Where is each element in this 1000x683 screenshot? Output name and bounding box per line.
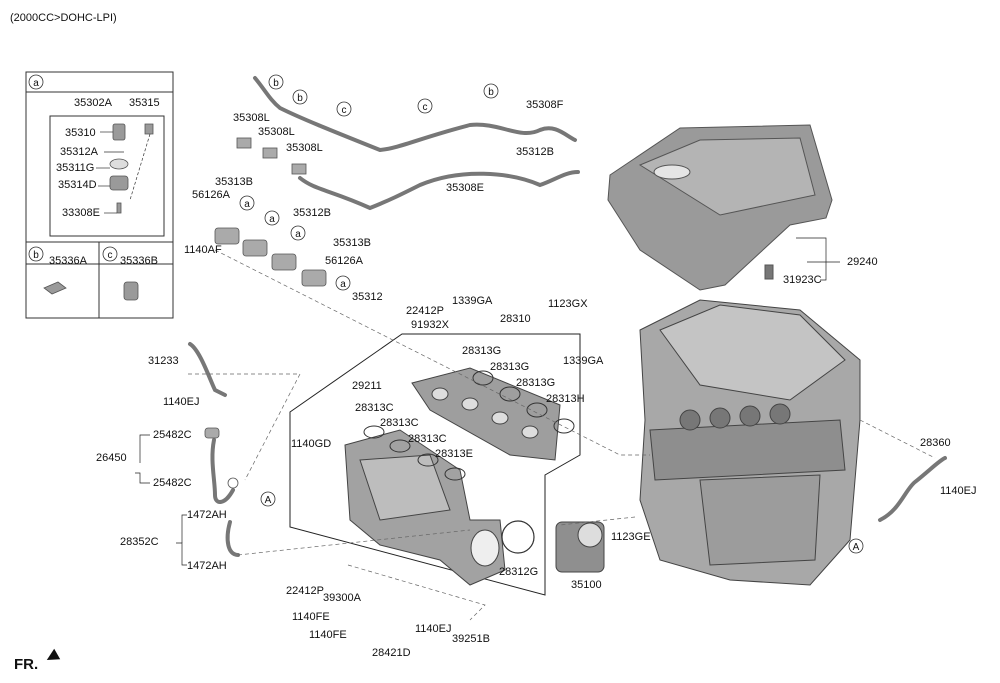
part-29240: 29240 — [847, 256, 878, 268]
part-25482C-2: 25482C — [153, 477, 192, 489]
part-31923C: 31923C — [783, 274, 822, 286]
part-1339GA-2: 1339GA — [563, 355, 604, 367]
callout-b-1: b — [273, 78, 279, 89]
part-28310: 28310 — [500, 313, 531, 325]
part-1140EJ-2: 1140EJ — [415, 623, 452, 635]
cylinder-head-flange — [411, 367, 561, 461]
part-35315: 35315 — [129, 97, 160, 109]
part-22412P-2: 22412P — [286, 585, 324, 597]
part-35314D: 35314D — [58, 179, 97, 191]
front-direction-indicator: FR. — [14, 648, 61, 673]
hose-fittings — [204, 137, 327, 489]
part-28352C: 28352C — [120, 536, 159, 548]
part-29211: 29211 — [352, 380, 382, 392]
callout-a-1: a — [244, 199, 250, 210]
part-28313E: 28313E — [435, 448, 473, 460]
gaskets-28313c — [363, 425, 466, 481]
part-25482C-1: 25482C — [153, 429, 192, 441]
callout-b-3: b — [488, 87, 494, 98]
part-35100: 35100 — [571, 579, 602, 591]
part-35312: 35312 — [352, 291, 383, 303]
part-1140EJ-3: 1140EJ — [940, 485, 977, 497]
inset-sensor-parts — [43, 123, 154, 301]
part-28313H: 28313H — [546, 393, 585, 405]
part-39251B: 39251B — [452, 633, 490, 645]
part-28360: 28360 — [920, 437, 951, 449]
part-35310: 35310 — [65, 127, 96, 139]
part-1140GD: 1140GD — [291, 438, 332, 450]
part-35302A: 35302A — [74, 97, 112, 109]
callout-A-1: A — [265, 495, 272, 506]
part-28421D: 28421D — [372, 647, 411, 659]
part-91932X: 91932X — [411, 319, 449, 331]
part-56126A-2: 56126A — [325, 255, 363, 267]
inset-leaders — [96, 131, 151, 214]
part-33308E: 33308E — [62, 207, 100, 219]
part-35308L-3: 35308L — [286, 142, 323, 154]
engine-block — [639, 299, 861, 586]
part-1472AH-1: 1472AH — [187, 509, 227, 521]
callout-c-inset: c — [108, 250, 113, 261]
callout-b-2: b — [297, 93, 303, 104]
diagram-title: (2000CC>DOHC-LPI) — [10, 12, 117, 24]
front-arrow-icon — [44, 648, 61, 666]
part-35313B-1: 35313B — [215, 176, 253, 188]
callout-b-inset: b — [33, 250, 39, 261]
part-1123GX: 1123GX — [548, 298, 588, 310]
callout-a-2: a — [269, 214, 275, 225]
part-28313C-1: 28313C — [355, 402, 394, 414]
part-1140EJ-1: 1140EJ — [163, 396, 200, 408]
part-1123GE: 1123GE — [611, 531, 651, 543]
front-label: FR. — [14, 656, 39, 673]
callout-c-1: c — [342, 105, 347, 116]
part-35336B: 35336B — [120, 255, 158, 267]
part-1472AH-2: 1472AH — [187, 560, 227, 572]
gaskets-28313g — [472, 370, 575, 434]
part-35312A: 35312A — [60, 146, 98, 158]
callout-a-4: a — [340, 279, 346, 290]
engine-cover — [607, 124, 833, 291]
part-1140FE-2: 1140FE — [309, 629, 347, 641]
inset-panel — [25, 71, 174, 319]
callout-c-2: c — [423, 102, 428, 113]
part-22412P-1: 22412P — [406, 305, 444, 317]
part-1140AF: 1140AF — [184, 244, 222, 256]
label-leaders — [135, 237, 840, 566]
part-28312G: 28312G — [499, 566, 539, 578]
callout-a-inset: a — [33, 78, 39, 89]
part-35312B-1: 35312B — [516, 146, 554, 158]
part-35311G: 35311G — [56, 162, 95, 174]
part-28313G-3: 28313G — [516, 377, 556, 389]
part-28313C-2: 28313C — [380, 417, 419, 429]
part-28313G-1: 28313G — [462, 345, 502, 357]
part-35308L-2: 35308L — [258, 126, 295, 138]
part-28313C-3: 28313C — [408, 433, 447, 445]
part-35308L-1: 35308L — [233, 112, 270, 124]
manifold-group-outline — [289, 333, 581, 596]
callout-A-2: A — [853, 542, 860, 553]
part-35308E: 35308E — [446, 182, 484, 194]
callout-a-3: a — [295, 229, 301, 240]
gasket-28312g — [501, 520, 535, 554]
part-39300A: 39300A — [323, 592, 361, 604]
part-56126A-1: 56126A — [192, 189, 230, 201]
dashed-leaders — [188, 249, 936, 621]
part-1140FE-1: 1140FE — [292, 611, 330, 623]
part-28313G-2: 28313G — [490, 361, 530, 373]
part-35308F: 35308F — [526, 99, 564, 111]
hoses — [188, 76, 947, 557]
intake-manifold — [344, 429, 506, 586]
part-35313B-2: 35313B — [333, 237, 371, 249]
part-26450: 26450 — [96, 452, 127, 464]
part-31233: 31233 — [148, 355, 179, 367]
throttle-body — [555, 521, 605, 573]
part-35336A: 35336A — [49, 255, 87, 267]
part-35312B-2: 35312B — [293, 207, 331, 219]
part-1339GA-1: 1339GA — [452, 295, 493, 307]
